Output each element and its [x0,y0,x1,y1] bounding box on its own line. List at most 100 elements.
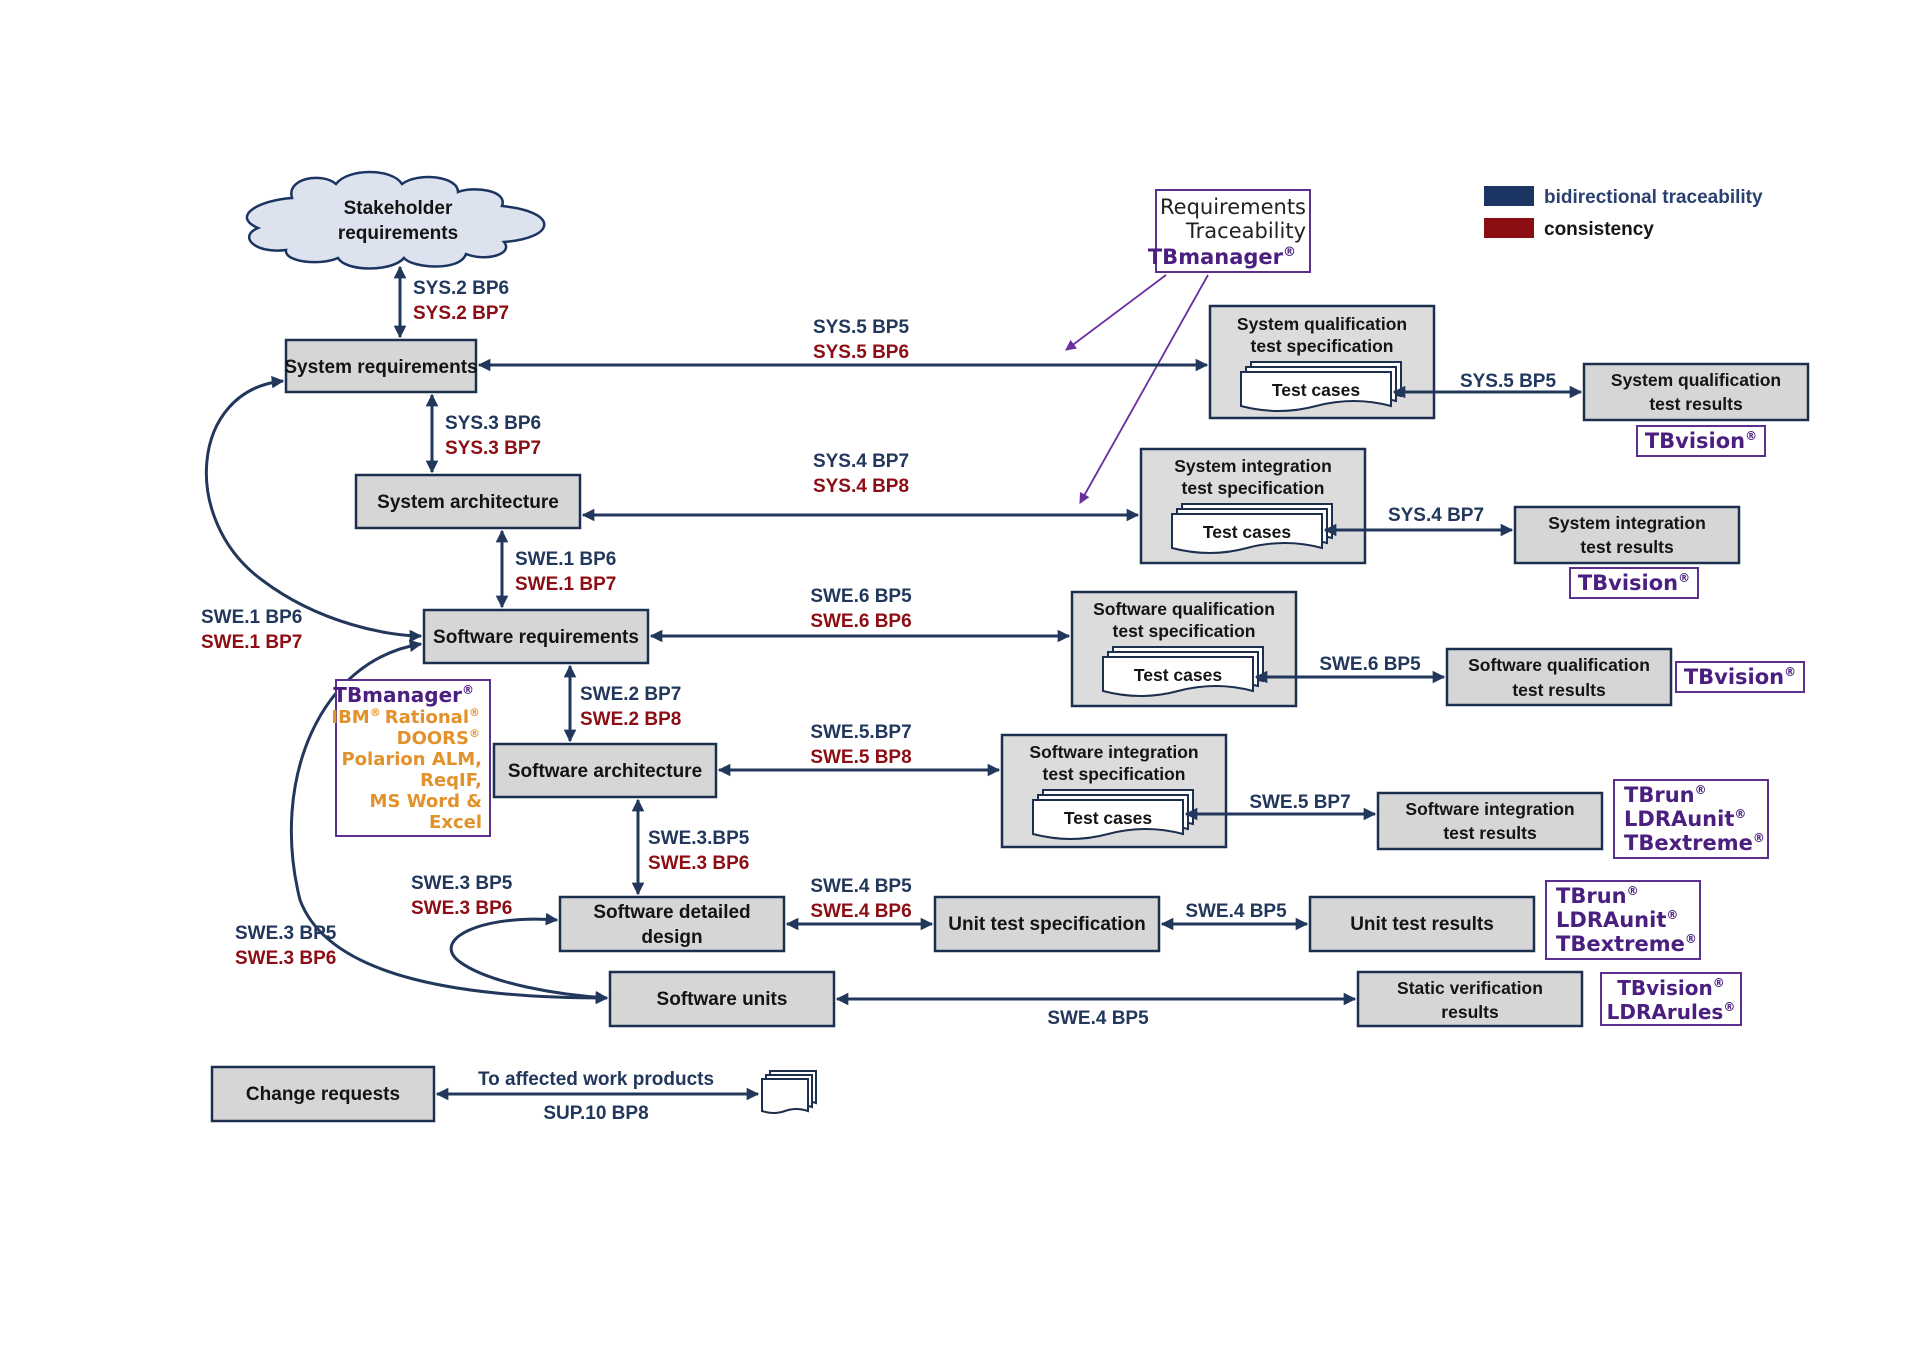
bp-sys5-red: SYS.5 BP6 [813,342,909,363]
software-detailed-design-label-1: Software detailed [593,902,750,923]
software-requirements-label: Software requirements [433,627,639,648]
bp-sys2-red: SYS.2 BP7 [413,303,509,324]
bp-swe6-results: SWE.6 BP5 [1319,654,1421,675]
stakeholder-requirements-cloud: Stakeholder requirements [245,170,546,270]
unit-test-results-label: Unit test results [1350,914,1494,935]
rt-pointer-arrow-2 [1079,274,1209,504]
sw-int-test-cases-docs [1032,789,1194,840]
tool-unit-tools: TBrun® LDRAunit® TBextreme® [1545,880,1701,960]
bp-swe1-left-red: SWE.1 BP7 [201,632,302,653]
bp-swe1-down: SWE.1 BP6 SWE.1 BP7 [515,549,616,595]
bp-swe2-blue: SWE.2 BP7 [580,684,681,705]
static-res-box [1356,970,1584,1028]
bp-swe1-down-blue: SWE.1 BP6 [515,549,616,570]
stakeholder-label-2: requirements [338,223,458,244]
bp-sys2-blue: SYS.2 BP6 [413,278,509,299]
software-units-label: Software units [657,989,788,1010]
tool-sw-int-ldraunit: LDRAunit® [1624,807,1746,831]
bp-swe5-results: SWE.5 BP7 [1249,792,1350,813]
sw-qual-res-box [1445,647,1673,707]
sys-qual-test-cases-label: Test cases [1272,380,1360,400]
bp-sys3-red: SYS.3 BP7 [445,438,541,459]
tool-sys-int-label: TBvision® [1578,571,1690,595]
sw-int-spec-label-1: Software integration [1029,742,1198,762]
tool-requirements-tools: TBmanager® IBM®Rational® DOORS® Polarion… [331,679,491,837]
sys-int-res-box [1513,505,1741,565]
sys-qual-spec-label-1: System qualification [1237,314,1407,334]
bp-swe4-unitresults: SWE.4 BP5 [1185,901,1287,922]
tool-sw-int-tbrun: TBrun® [1624,783,1707,807]
unit-test-spec-label: Unit test specification [948,914,1145,935]
software-units-box [608,970,836,1028]
rt-tool: TBmanager® [1148,245,1296,269]
bp-swe2: SWE.2 BP7 SWE.2 BP8 [580,684,681,730]
rt-pointer-arrow-1 [1065,274,1167,351]
tool-req-doors: DOORS® [397,727,480,749]
bp-sys3: SYS.3 BP6 SYS.3 BP7 [445,413,541,459]
bp-swe5: SWE.5.BP7 SWE.5 BP8 [810,722,911,768]
tool-static-tools: TBvision® LDRArules® [1600,972,1742,1026]
sys-int-res-label-1: System integration [1548,513,1706,533]
system-requirements-label: System requirements [284,357,477,378]
bp-swe3-left: SWE.3 BP5 SWE.3 BP6 [235,923,337,969]
bp-swe3-right-blue: SWE.3.BP5 [648,828,750,849]
system-qualification-results-node: System qualification test results [1582,362,1810,422]
tool-req-msword: MS Word & [370,791,482,812]
sup10-bottom-label: SUP.10 BP8 [543,1103,648,1124]
sw-qual-test-cases-docs [1102,646,1264,697]
unit-test-specification-node: Unit test specification [933,895,1161,953]
software-architecture-node: Software architecture [492,742,718,799]
legend-label-bidirectional: bidirectional traceability [1544,187,1763,208]
software-requirements-node: Software requirements [422,608,650,665]
sw-int-res-label-2: test results [1443,823,1537,843]
bp-swe4-blue: SWE.4 BP5 [810,876,912,897]
unit-test-spec-box [933,895,1161,953]
bp-sys4: SYS.4 BP7 SYS.4 BP8 [813,451,909,497]
tool-req-excel: Excel [429,812,482,833]
bp-swe3-mid-red: SWE.3 BP6 [411,898,512,919]
bp-swe3-right: SWE.3.BP5 SWE.3 BP6 [648,828,750,874]
tool-unit-tbrun: TBrun® [1556,884,1639,908]
tool-sys-qual-label: TBvision® [1645,429,1757,453]
rt-box [1155,189,1311,273]
bp-swe6-red: SWE.6 BP6 [810,611,911,632]
static-res-label-1: Static verification [1397,978,1543,998]
bp-swe1-left: SWE.1 BP6 SWE.1 BP7 [201,607,302,653]
system-architecture-label: System architecture [377,492,559,513]
system-integration-test-spec: System integration test specification Te… [1139,447,1367,565]
sup10-top-label: To affected work products [478,1069,714,1090]
legend-swatch-consistency [1484,218,1534,238]
tool-sw-int-tbextreme: TBextreme® [1624,831,1765,855]
unit-test-results-node: Unit test results [1308,895,1536,953]
bp-swe2-red: SWE.2 BP8 [580,709,681,730]
bp-swe1-left-blue: SWE.1 BP6 [201,607,302,628]
system-qualification-test-spec: System qualification test specification … [1208,304,1436,420]
bp-swe4-static: SWE.4 BP5 [1047,1008,1149,1029]
tool-unit-ldraunit: LDRAunit® [1556,908,1678,932]
change-requests-node: Change requests [210,1065,436,1123]
tool-sw-qual-label: TBvision® [1684,665,1796,689]
tool-req-ibm-rational: IBM®Rational® [331,706,480,728]
tool-static-ldrarules: LDRArules® [1607,1000,1736,1024]
legend: bidirectional traceability consistency [1484,186,1763,240]
bp-swe3-right-red: SWE.3 BP6 [648,853,749,874]
sw-qual-test-cases-label: Test cases [1134,665,1222,685]
bp-swe6: SWE.6 BP5 SWE.6 BP6 [810,586,912,632]
bp-sys4-red: SYS.4 BP8 [813,476,909,497]
tool-sw-qual-tbvision: TBvision® [1675,661,1805,693]
tool-sys-qual-tbvision: TBvision® [1636,425,1766,457]
tool-req-tbmanager: TBmanager® [333,683,474,707]
sw-qual-res-label-1: Software qualification [1468,655,1650,675]
bp-sys3-blue: SYS.3 BP6 [445,413,541,434]
static-res-label-2: results [1441,1002,1499,1022]
tool-sw-int-tools: TBrun® LDRAunit® TBextreme® [1613,779,1769,859]
curve-swdetail-swunits [449,912,609,1004]
tool-sys-int-tbvision: TBvision® [1569,567,1699,599]
sys-qual-res-box [1582,362,1810,422]
sw-int-spec-label-2: test specification [1043,764,1186,784]
rt-line2: Traceability [1185,219,1306,243]
sw-qual-res-label-2: test results [1512,680,1606,700]
bp-sys5: SYS.5 BP5 SYS.5 BP6 [813,317,910,363]
sys-int-test-cases-label: Test cases [1203,522,1291,542]
